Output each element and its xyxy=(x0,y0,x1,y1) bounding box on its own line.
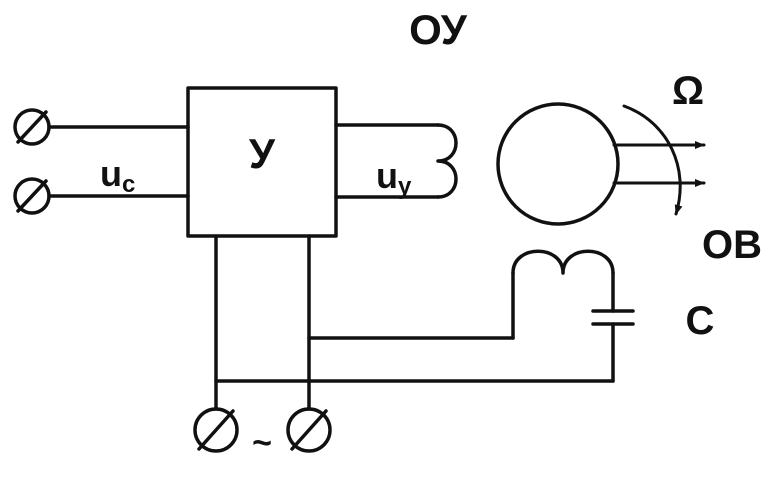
output-voltage-label: uy xyxy=(376,155,412,200)
output-coil-icon xyxy=(436,123,458,199)
input-terminal-top xyxy=(13,108,51,146)
capacitor-label: С xyxy=(686,299,715,343)
motor-rotor-icon xyxy=(496,102,620,226)
omega-label: Ω xyxy=(672,69,704,113)
supply-terminal-left xyxy=(193,407,239,453)
input-voltage-main: u xyxy=(100,153,122,194)
rotation-arrow-icon xyxy=(622,104,683,216)
amplifier-box xyxy=(186,86,338,238)
amplifier-label: У xyxy=(249,130,276,177)
input-terminal-bottom xyxy=(13,177,51,215)
ac-symbol: ~ xyxy=(252,424,272,462)
winding-label: ОВ xyxy=(702,223,762,267)
capacitor-icon xyxy=(591,309,635,326)
input-voltage-label: uc xyxy=(100,153,135,198)
input-voltage-sub: c xyxy=(122,171,135,198)
supply-terminal-right xyxy=(286,407,332,453)
output-voltage-sub: y xyxy=(398,173,412,200)
excitation-coil-icon xyxy=(511,249,615,275)
title-label: ОУ xyxy=(409,6,468,53)
output-voltage-main: u xyxy=(376,155,398,196)
